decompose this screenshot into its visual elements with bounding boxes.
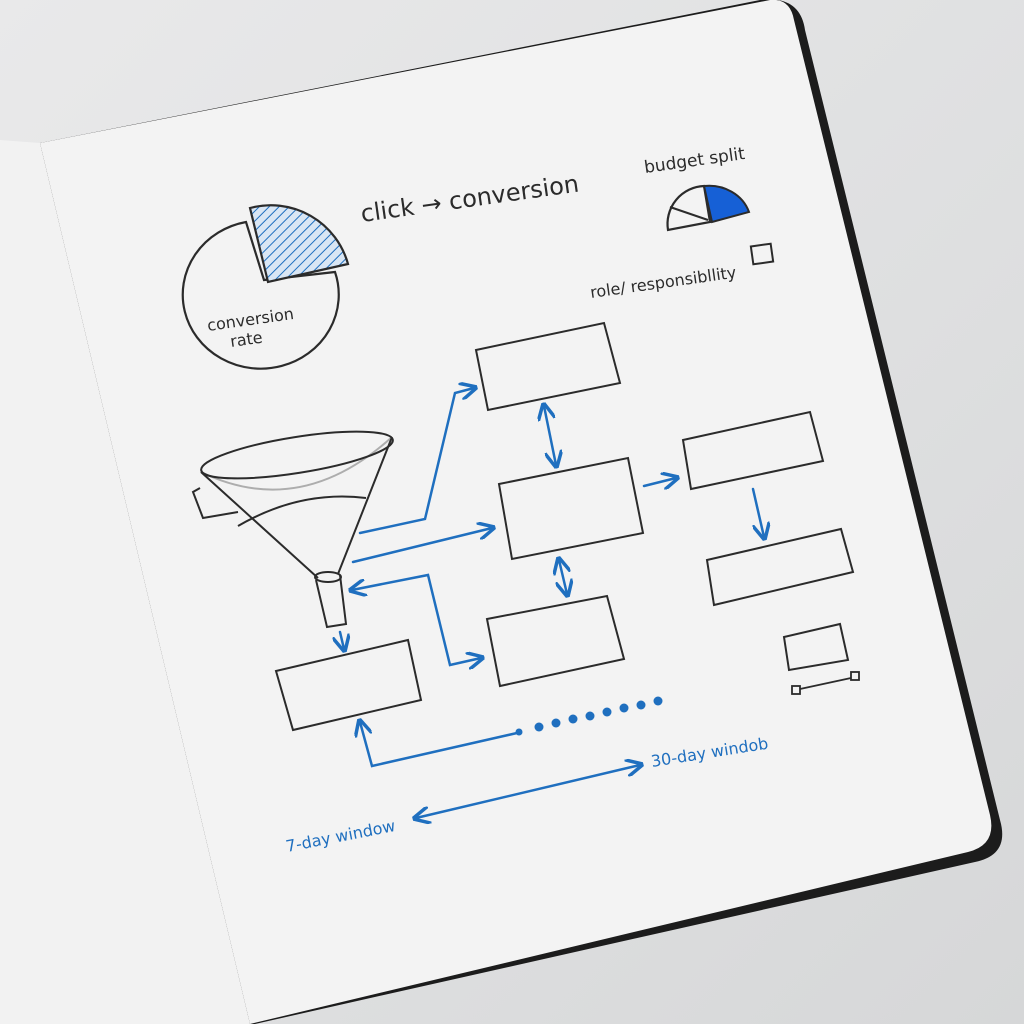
box-right-lower [705, 527, 855, 607]
arrow-loop-back [360, 722, 519, 768]
notebook [0, 0, 1003, 1024]
box-small [782, 622, 850, 672]
box-top [474, 321, 622, 412]
box-center [497, 456, 645, 561]
arrow-top-center-bidirectional [544, 406, 556, 465]
arrow-center-lower-bidirectional [559, 560, 567, 594]
arrow-funnel-to-top [358, 388, 474, 535]
budget-split-divider [669, 206, 709, 221]
arrow-funnel-down [340, 630, 344, 649]
budget-split-blue-slice [702, 184, 751, 224]
conversion-pie: conversion rate [181, 204, 350, 370]
funnel-icon [191, 430, 394, 629]
flow-arrows [340, 388, 764, 818]
arrow-funnel-to-center [351, 528, 492, 564]
role-checkbox [749, 242, 775, 266]
pie-slice-hatched [248, 204, 350, 284]
pie-label-line2: rate [229, 328, 264, 351]
arrow-center-to-right [642, 478, 676, 486]
range-slider-glyph [791, 671, 860, 695]
arrow-right-down [751, 487, 764, 537]
arrow-lower-to-funnel [352, 573, 481, 665]
notebook-page-left [0, 140, 250, 1024]
dotted-timeline [515, 696, 663, 736]
box-lower [485, 594, 626, 688]
box-right-upper [681, 410, 825, 491]
pie-body [181, 220, 340, 370]
arrow-window-range [416, 765, 640, 818]
